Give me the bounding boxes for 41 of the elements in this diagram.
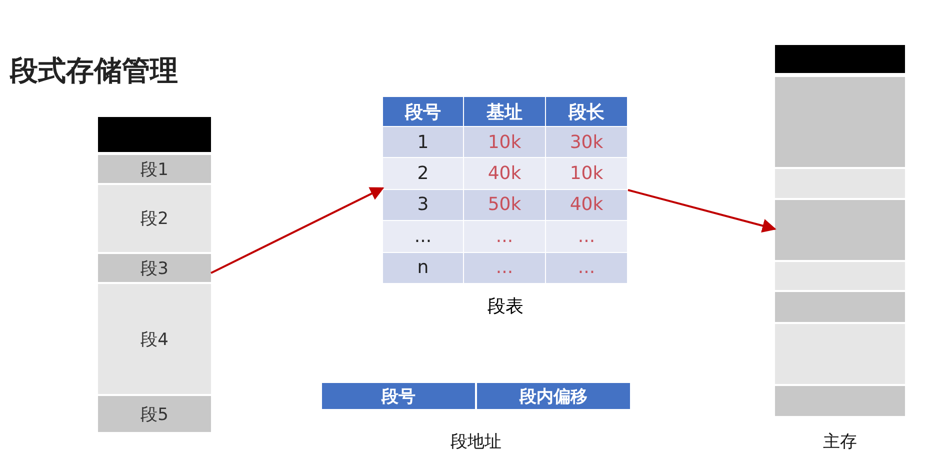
address-caption: 段地址 [450, 430, 502, 454]
table-cell: 50k [464, 190, 546, 222]
segment-block: 段4 [98, 284, 211, 394]
segment-table [383, 97, 628, 284]
memory-block [775, 292, 905, 322]
segment-block: 段1 [98, 155, 211, 183]
table-caption: 段表 [486, 295, 524, 318]
table-cell: 40k [546, 190, 628, 222]
memory-block [775, 262, 905, 290]
arrow [210, 187, 384, 274]
table-cell: 40k [464, 158, 546, 190]
table-cell: 30k [546, 127, 628, 158]
segment-block: 段2 [98, 185, 211, 252]
memory-block [775, 200, 905, 260]
memory-block [775, 324, 905, 384]
table-cell: n [383, 252, 464, 284]
table-cell: ... [464, 221, 546, 253]
column-header: 段号 [383, 97, 464, 127]
column-header: 基址 [464, 97, 546, 127]
address-field: 段内偏移 [476, 382, 631, 410]
arrow [628, 189, 776, 233]
column-header: 段长 [546, 97, 628, 127]
table-cell: 10k [546, 158, 628, 190]
header-bar [98, 117, 211, 152]
memory-block [775, 77, 905, 167]
page-title: 段式存储管理 [10, 53, 178, 89]
table-cell: ... [546, 252, 628, 284]
table-cell: ... [464, 252, 546, 284]
segment-block: 段3 [98, 254, 211, 282]
table-cell: ... [383, 221, 464, 253]
address-field: 段号 [321, 382, 476, 410]
table-cell: 1 [383, 127, 464, 158]
segment-block: 段5 [98, 396, 211, 432]
memory-block [775, 169, 905, 198]
memory-caption: 主存 [822, 430, 858, 454]
table-cell: 3 [383, 190, 464, 222]
table-cell: 2 [383, 158, 464, 190]
table-cell: ... [546, 221, 628, 253]
header-bar [775, 45, 905, 73]
table-cell: 10k [464, 127, 546, 158]
memory-block [775, 386, 905, 416]
